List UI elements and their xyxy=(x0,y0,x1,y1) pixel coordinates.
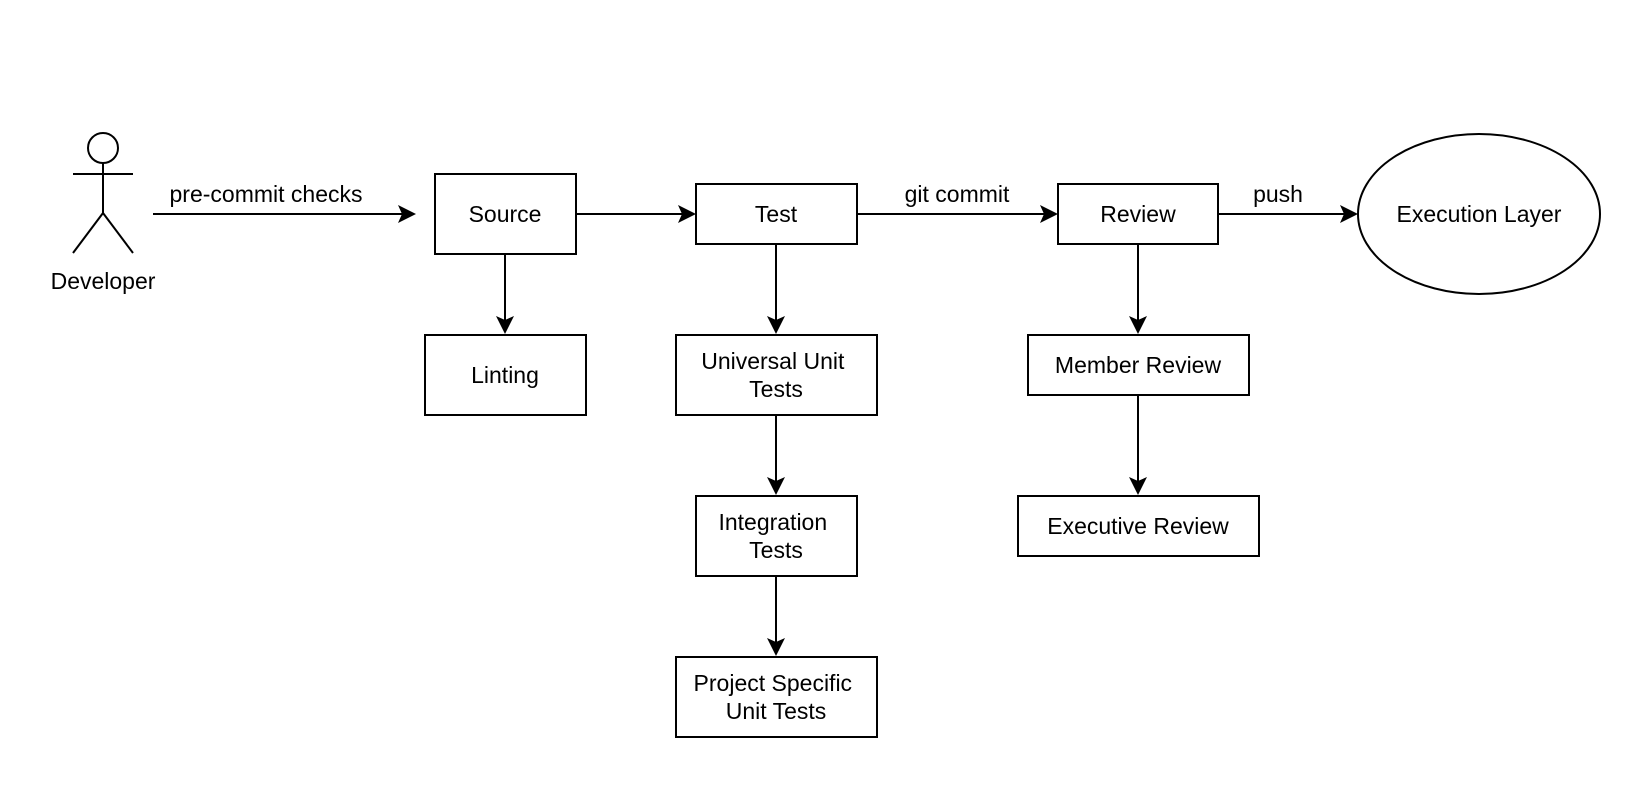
node-executive-review-box xyxy=(1017,495,1260,557)
edges xyxy=(153,205,1358,656)
node-member-review-box xyxy=(1027,334,1250,396)
node-integration-tests-line-2: Tests xyxy=(749,537,803,563)
arrowhead-test xyxy=(678,205,696,223)
node-integration-tests-line-1: Integration xyxy=(718,509,827,535)
node-source[interactable]: Source xyxy=(434,173,577,255)
node-execution-layer-label: Execution Layer xyxy=(1397,201,1562,227)
node-project-specific-unit-tests[interactable]: Project Specific Unit Tests xyxy=(675,656,878,738)
node-source-label: Source xyxy=(469,201,542,227)
node-execution-layer-ellipse xyxy=(1357,133,1601,295)
arrowhead-source xyxy=(398,205,416,223)
edge-label-push: push xyxy=(1253,181,1303,207)
arrowhead-integration xyxy=(767,477,785,495)
node-integration-tests-box xyxy=(695,495,858,577)
node-integration-tests-label: Integration Tests xyxy=(718,509,833,563)
node-project-specific-unit-tests-line-1: Project Specific xyxy=(694,670,853,696)
node-universal-unit-tests-box xyxy=(675,334,878,416)
node-linting-label: Linting xyxy=(471,362,539,388)
node-project-specific-unit-tests-box xyxy=(675,656,878,738)
arrowhead-universal xyxy=(767,316,785,334)
arrowhead-member xyxy=(1129,316,1147,334)
arrowhead-linting xyxy=(496,316,514,334)
node-executive-review[interactable]: Executive Review xyxy=(1017,495,1260,557)
arrowhead-executive xyxy=(1129,477,1147,495)
edge-label-pre-commit: pre-commit checks xyxy=(170,181,363,207)
node-source-box xyxy=(434,173,577,255)
node-review-box xyxy=(1057,183,1219,245)
node-universal-unit-tests-line-1: Universal Unit xyxy=(701,348,845,374)
node-review[interactable]: Review xyxy=(1057,183,1219,245)
node-member-review-label: Member Review xyxy=(1055,352,1222,378)
node-test-box xyxy=(695,183,858,245)
node-execution-layer[interactable]: Execution Layer xyxy=(1357,133,1601,295)
node-project-specific-unit-tests-line-2: Unit Tests xyxy=(726,698,827,724)
node-universal-unit-tests-label: Universal Unit Tests xyxy=(701,348,851,402)
arrowhead-review xyxy=(1040,205,1058,223)
developer-actor: Developer xyxy=(51,132,156,294)
actor-head xyxy=(87,132,119,164)
developer-label: Developer xyxy=(51,268,156,294)
node-test-label: Test xyxy=(755,201,798,227)
node-project-specific-unit-tests-label: Project Specific Unit Tests xyxy=(694,670,859,724)
node-executive-review-label: Executive Review xyxy=(1047,513,1229,539)
edge-label-git-commit: git commit xyxy=(905,181,1010,207)
arrowhead-project xyxy=(767,638,785,656)
node-universal-unit-tests-line-2: Tests xyxy=(749,376,803,402)
actor-right-leg xyxy=(102,212,134,254)
arrowhead-execution xyxy=(1340,205,1358,223)
node-linting[interactable]: Linting xyxy=(424,334,587,416)
actor-left-leg xyxy=(72,212,104,254)
node-test[interactable]: Test xyxy=(695,183,858,245)
node-integration-tests[interactable]: Integration Tests xyxy=(695,495,858,577)
node-member-review[interactable]: Member Review xyxy=(1027,334,1250,396)
node-review-label: Review xyxy=(1100,201,1176,227)
node-universal-unit-tests[interactable]: Universal Unit Tests xyxy=(675,334,878,416)
node-linting-box xyxy=(424,334,587,416)
